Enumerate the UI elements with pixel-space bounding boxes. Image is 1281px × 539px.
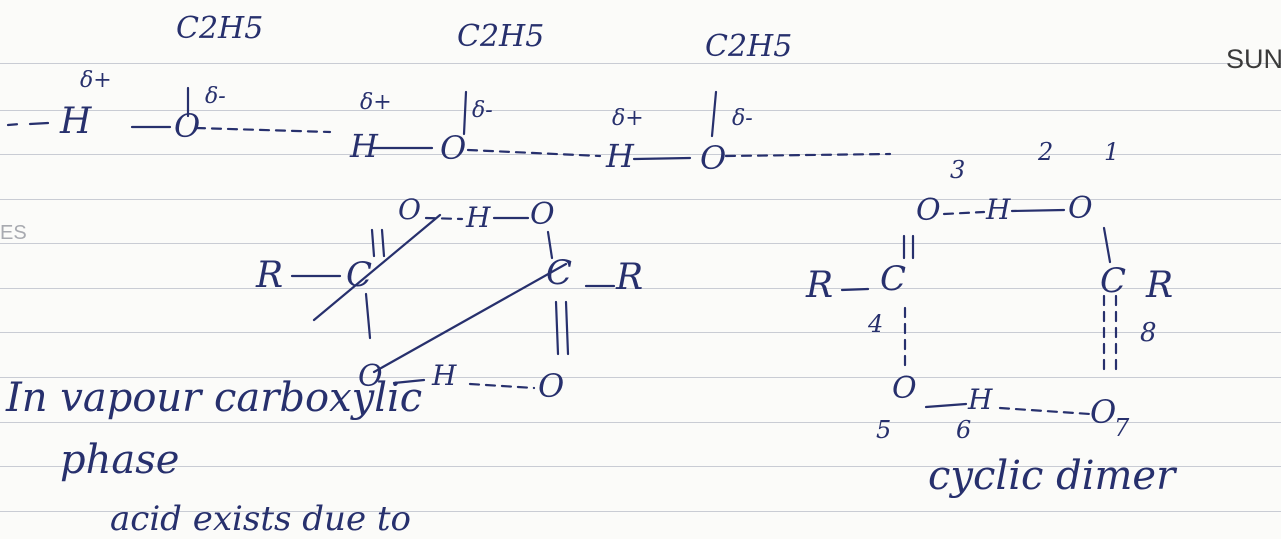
ruled-line: [0, 110, 1281, 111]
double-bond: [554, 300, 560, 356]
ruled-line: [0, 511, 1281, 512]
atom-number: 8: [1140, 318, 1157, 348]
partial-positive-label: δ+: [360, 90, 392, 115]
atom-number: 4: [868, 310, 884, 338]
ruled-line: [0, 332, 1281, 333]
carbon-atom: C: [1100, 261, 1127, 301]
r-group: R: [1146, 265, 1174, 306]
ruled-line: [0, 154, 1281, 155]
oxygen-atom: O: [1090, 393, 1117, 431]
ruled-line: [0, 199, 1281, 200]
note-line: In vapour carboxylic: [6, 375, 423, 421]
atom-number: 7: [1114, 414, 1130, 442]
h-bond-dash: [6, 122, 22, 127]
single-bond: [364, 292, 372, 340]
hydrogen-atom: H: [60, 101, 92, 142]
carbon-atom: C: [880, 259, 907, 299]
h-bond-dash: [424, 216, 464, 221]
diagonal-bond: [372, 262, 568, 374]
h-bond-dash: [28, 121, 50, 126]
ethyl-bond: [710, 90, 718, 138]
hydrogen-atom: H: [606, 137, 634, 175]
partial-positive-label: δ+: [612, 106, 644, 131]
hydrogen-atom: H: [466, 201, 491, 234]
carbon-atom: C: [346, 255, 373, 295]
oxygen-atom: O: [1068, 191, 1093, 226]
single-bond: [1102, 226, 1112, 264]
margin-label: ES: [0, 222, 27, 244]
atom-number: 5: [876, 416, 892, 444]
r-group: R: [806, 265, 834, 306]
hydrogen-atom: H: [432, 359, 457, 392]
oxygen-atom: O: [358, 359, 383, 394]
oxygen-atom: O: [440, 129, 467, 167]
partial-negative-label: δ-: [732, 106, 753, 131]
r-bond: [840, 287, 870, 292]
double-bond: [380, 228, 386, 258]
h-bond-dash: [468, 382, 536, 390]
ruled-line: [0, 243, 1281, 244]
double-bond: [564, 300, 570, 356]
oxygen-atom: O: [398, 193, 421, 226]
partial-negative-label: δ-: [205, 84, 226, 109]
covalent-bond: [924, 402, 968, 409]
h-bond-dash: [194, 126, 332, 134]
ruled-line: [0, 63, 1281, 64]
double-bond: [370, 228, 376, 258]
hydrogen-atom: H: [350, 127, 378, 165]
partial-positive-label: δ+: [80, 68, 112, 93]
oxygen-atom: O: [530, 197, 555, 232]
hydrogen-atom: H: [986, 193, 1011, 226]
h-bond-dash: [942, 210, 986, 216]
ethyl-label: C2H5: [176, 11, 264, 46]
single-bond: [546, 230, 554, 260]
covalent-bond: [632, 156, 692, 161]
r-group: R: [616, 257, 644, 298]
r-group: R: [256, 255, 284, 296]
oxygen-atom: O: [892, 371, 917, 406]
covalent-bond: [392, 378, 426, 385]
note-line: acid exists due to: [110, 499, 412, 539]
ruled-line: [0, 422, 1281, 423]
carbon-atom: C: [546, 253, 573, 293]
h-bond-dash: [724, 152, 892, 158]
atom-number: 2: [1038, 138, 1054, 166]
covalent-bond: [1010, 208, 1066, 213]
atom-number: 3: [950, 156, 966, 184]
oxygen-atom: O: [174, 107, 201, 145]
day-label: SUN: [1226, 44, 1281, 74]
atom-number: 1: [1104, 138, 1120, 166]
atom-number: 6: [956, 416, 972, 444]
note-line: phase: [60, 437, 180, 483]
dimer-caption: cyclic dimer: [928, 453, 1176, 499]
oxygen-atom: O: [700, 139, 727, 177]
oxygen-atom: O: [916, 193, 941, 228]
ruled-line: [0, 377, 1281, 378]
partial-negative-label: δ-: [472, 98, 493, 123]
h-bond-dash: [998, 406, 1092, 416]
diagonal-bond: [312, 213, 442, 322]
oxygen-atom: O: [538, 367, 565, 405]
ethyl-label: C2H5: [705, 29, 793, 64]
ruled-line: [0, 466, 1281, 467]
ruled-line: [0, 288, 1281, 289]
ethyl-label: C2H5: [457, 19, 545, 54]
hydrogen-atom: H: [968, 383, 993, 416]
ethyl-bond: [462, 90, 468, 136]
h-bond-dash: [466, 148, 602, 158]
